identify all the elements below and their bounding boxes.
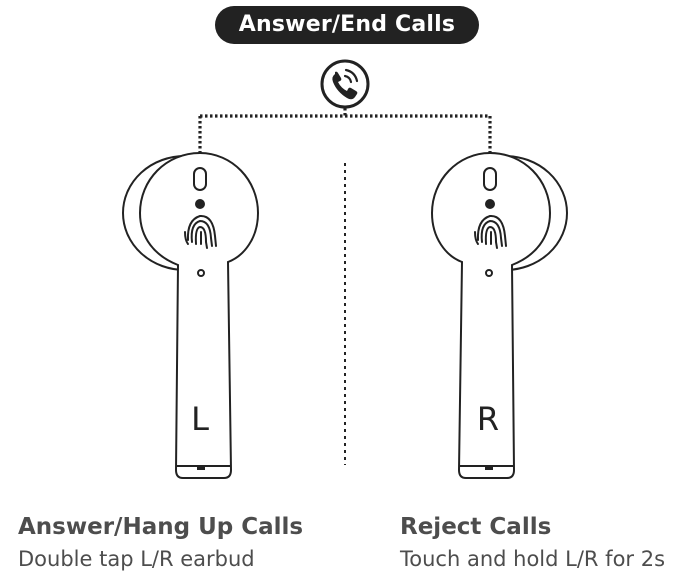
- left-earbud-label: L: [191, 400, 209, 438]
- reject-calls-caption: Reject Calls Touch and hold L/R for 2s: [400, 510, 665, 574]
- phone-icon: [320, 59, 370, 109]
- caption-text: Double tap L/R earbud: [18, 547, 255, 571]
- caption-heading: Answer/Hang Up Calls: [18, 514, 304, 540]
- fingerprint-icon: [184, 214, 217, 249]
- caption-text: Touch and hold L/R for 2s: [400, 547, 666, 571]
- caption-heading: Reject Calls: [400, 514, 552, 540]
- page-title: Answer/End Calls: [215, 6, 479, 44]
- fingerprint-icon: [474, 214, 507, 249]
- left-earbud: [122, 151, 260, 479]
- right-earbud: [430, 151, 568, 479]
- answer-hangup-caption: Answer/Hang Up Calls Double tap L/R earb…: [18, 510, 303, 574]
- right-earbud-label: R: [477, 400, 499, 438]
